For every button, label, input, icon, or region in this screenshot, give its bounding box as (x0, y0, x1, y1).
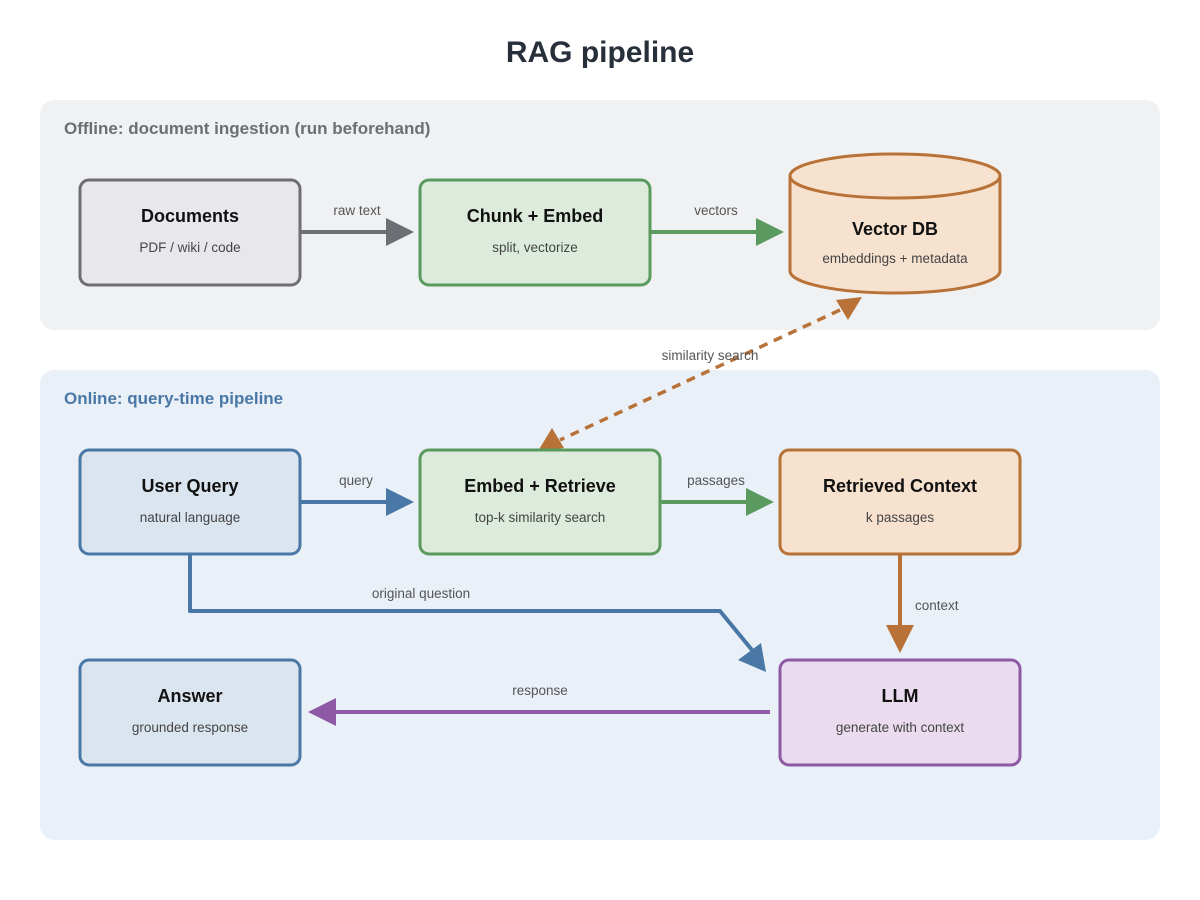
node-vector-db: Vector DB embeddings + metadata (788, 152, 1002, 295)
edge-original-question-arrowhead (738, 643, 766, 672)
node-retrieved-context: Retrieved Context k passages (778, 448, 1022, 556)
edge-passages-arrowhead (746, 488, 774, 516)
edge-original-question-line (188, 554, 754, 652)
node-answer-box (80, 660, 300, 765)
node-documents: Documents PDF / wiki / code (78, 178, 302, 287)
node-answer-title: Answer (157, 686, 222, 706)
edge-original-question-label: original question (372, 586, 470, 601)
node-retrieved-context-title: Retrieved Context (823, 476, 977, 496)
node-llm-title: LLM (882, 686, 919, 706)
node-retrieved-context-box (780, 450, 1020, 554)
node-documents-box (80, 180, 300, 285)
edge-query-arrowhead (386, 488, 414, 516)
node-chunk-embed-title: Chunk + Embed (467, 206, 604, 226)
node-chunk-embed-subtitle: split, vectorize (492, 240, 578, 255)
online-section: Online: query-time pipeline (40, 370, 1160, 840)
edge-vectors: vectors (650, 203, 784, 246)
node-documents-border (78, 178, 302, 287)
edge-vectors-arrowhead (756, 218, 784, 246)
node-vector-db-top-border (788, 152, 1002, 200)
node-answer: Answer grounded response (78, 658, 302, 767)
edge-context-label: context (915, 598, 959, 613)
edge-similarity-search-arrowhead-top (836, 297, 862, 320)
node-llm-subtitle: generate with context (836, 720, 965, 735)
node-embed-retrieve-subtitle: top-k similarity search (475, 510, 606, 525)
node-user-query-border (78, 448, 302, 556)
diagram-title: RAG pipeline (506, 36, 694, 69)
edge-context-arrowhead (886, 625, 914, 653)
node-answer-border (78, 658, 302, 767)
edge-raw-text-label: raw text (333, 203, 381, 218)
edge-raw-text-arrowhead (386, 218, 414, 246)
node-user-query-title: User Query (141, 476, 238, 496)
edge-query: query (300, 473, 414, 516)
edge-passages-label: passages (687, 473, 745, 488)
offline-section-label: Offline: document ingestion (run beforeh… (64, 119, 430, 138)
online-section-label: Online: query-time pipeline (64, 389, 283, 408)
edge-similarity-search-arrowhead-bottom (538, 428, 564, 451)
node-user-query-box (80, 450, 300, 554)
edge-raw-text: raw text (300, 203, 414, 246)
edge-response-label: response (512, 683, 568, 698)
node-vector-db-top (790, 154, 1000, 198)
node-chunk-embed: Chunk + Embed split, vectorize (418, 178, 652, 287)
online-section-panel (40, 370, 1160, 840)
node-vector-db-body-border (788, 176, 1002, 295)
node-chunk-embed-box (420, 180, 650, 285)
edge-original-question: original question (188, 554, 766, 672)
node-vector-db-body (790, 176, 1000, 293)
node-documents-subtitle: PDF / wiki / code (139, 240, 240, 255)
node-retrieved-context-subtitle: k passages (866, 510, 935, 525)
node-user-query-subtitle: natural language (140, 510, 241, 525)
edge-query-label: query (339, 473, 373, 488)
node-embed-retrieve: Embed + Retrieve top-k similarity search (418, 448, 662, 556)
edge-context: context (886, 554, 959, 653)
node-chunk-embed-border (418, 178, 652, 287)
node-retrieved-context-border (778, 448, 1022, 556)
node-llm-box (780, 660, 1020, 765)
node-llm: LLM generate with context (778, 658, 1022, 767)
edge-response: response (308, 683, 770, 726)
node-documents-title: Documents (141, 206, 239, 226)
node-vector-db-subtitle: embeddings + metadata (822, 251, 968, 266)
edge-similarity-search-label: similarity search (662, 348, 759, 363)
edge-similarity-search: similarity search (538, 297, 862, 451)
node-user-query: User Query natural language (78, 448, 302, 556)
edge-response-arrowhead (308, 698, 336, 726)
node-vector-db-title: Vector DB (852, 219, 938, 239)
edge-similarity-search-line (559, 308, 841, 442)
edge-passages: passages (660, 473, 774, 516)
node-embed-retrieve-title: Embed + Retrieve (464, 476, 616, 496)
node-llm-border (778, 658, 1022, 767)
node-answer-subtitle: grounded response (132, 720, 248, 735)
node-embed-retrieve-border (418, 448, 662, 556)
edge-vectors-label: vectors (694, 203, 738, 218)
node-embed-retrieve-box (420, 450, 660, 554)
